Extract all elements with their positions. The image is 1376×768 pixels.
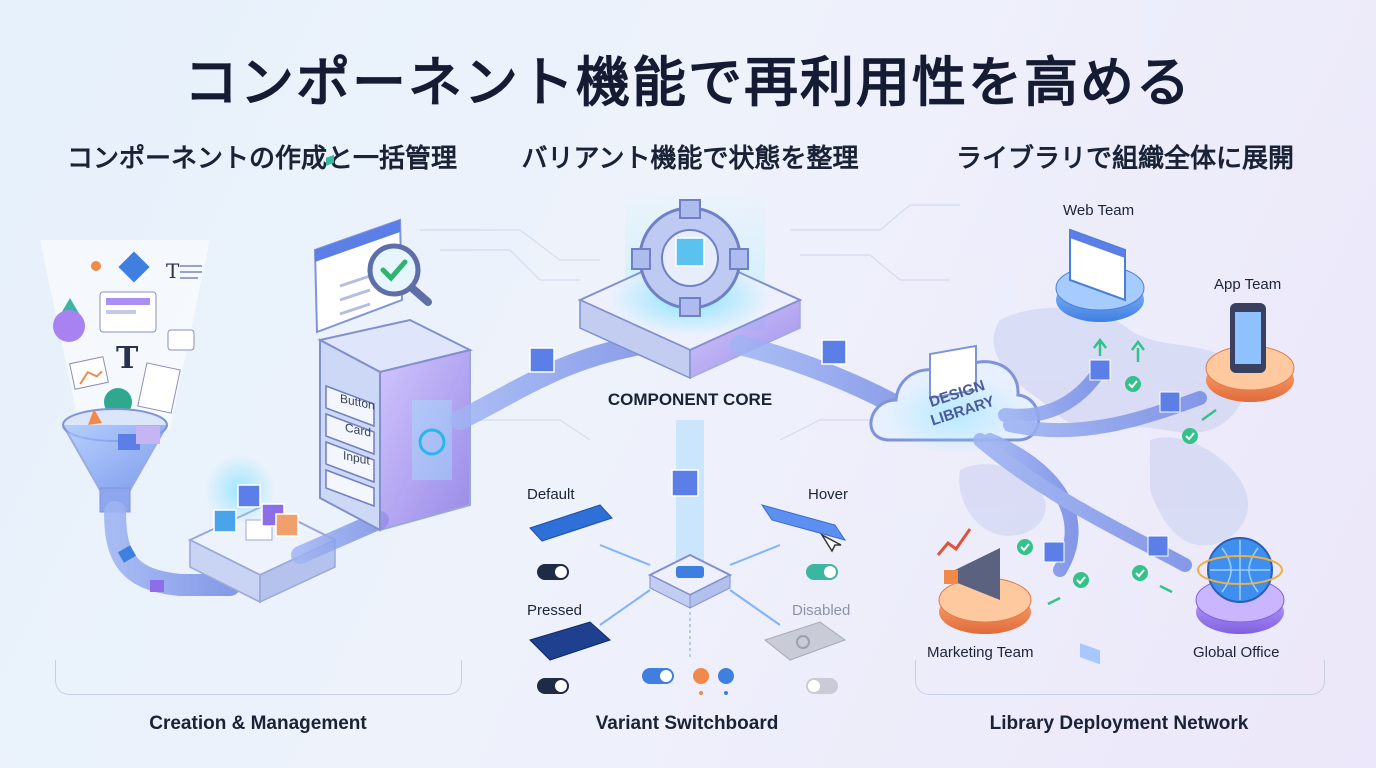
marketing-team-label: Marketing Team — [927, 644, 1034, 661]
component-staging-platform — [187, 455, 338, 604]
toggle-hover — [806, 564, 838, 580]
toggle-disabled — [806, 678, 838, 694]
footer-library: Library Deployment Network — [989, 713, 1249, 734]
section-heading-library: ライブラリで組織全体に展開 — [955, 144, 1294, 174]
web-team-label: Web Team — [1063, 202, 1135, 219]
chat-icon — [167, 329, 195, 351]
variant-pressed-button — [529, 621, 611, 661]
variant-disabled-label: Disabled — [792, 602, 851, 619]
gear-icon — [631, 199, 749, 317]
core-label: COMPONENT CORE — [607, 390, 773, 409]
global-office-node — [1195, 537, 1285, 634]
variant-hover-button — [760, 504, 847, 553]
routing-cubes — [1043, 359, 1181, 563]
svg-text:T: T — [166, 259, 180, 283]
variant-pressed-label: Pressed — [527, 602, 583, 619]
toggle-center — [642, 668, 674, 684]
variant-hover-label: Hover — [808, 486, 849, 503]
magnifier-icon — [367, 243, 432, 306]
footer-variants: Variant Switchboard — [595, 713, 779, 734]
document-icon — [137, 362, 181, 414]
app-team-label: App Team — [1214, 276, 1282, 293]
bracket-library — [915, 660, 1325, 695]
variant-default-label: Default — [527, 486, 575, 503]
global-office-label: Global Office — [1193, 644, 1280, 661]
variant-arrows — [599, 544, 781, 626]
marketing-team-node — [929, 344, 1032, 634]
dot-icon — [91, 261, 101, 271]
status-dot-orange — [693, 668, 709, 684]
toggle-pressed — [537, 678, 569, 694]
toggle-default — [537, 564, 569, 580]
input-pipe — [104, 501, 241, 596]
check-icons — [1017, 376, 1198, 588]
cursor-icon — [819, 533, 842, 553]
inspection-screen — [313, 154, 404, 334]
web-team-node — [1055, 228, 1145, 665]
page-title: コンポーネント機能で再利用性を高める — [184, 51, 1192, 114]
footer-creation: Creation & Management — [149, 713, 367, 734]
component-server — [317, 318, 473, 532]
circle-icon — [53, 310, 85, 342]
bracket-creation — [55, 660, 462, 695]
conveyor-to-library — [291, 511, 389, 564]
arrow-icons — [1047, 337, 1217, 606]
moving-component-cube-2 — [821, 339, 847, 365]
section-heading-creation: コンポーネントの作成と一括管理 — [66, 144, 457, 174]
moving-component-cube — [529, 347, 555, 373]
diamond-icon — [118, 251, 150, 283]
app-team-node — [1205, 303, 1295, 402]
pipe-to-core — [450, 335, 650, 430]
svg-text:T: T — [116, 341, 139, 376]
circuit-lines — [420, 204, 960, 441]
funnel-icon — [62, 408, 168, 513]
variant-hub — [647, 553, 733, 609]
section-heading-variants: バリアント機能で状態を整理 — [521, 144, 859, 174]
status-dot-blue — [718, 668, 734, 684]
variant-default-button — [529, 504, 613, 542]
variant-disabled-button — [763, 621, 847, 661]
